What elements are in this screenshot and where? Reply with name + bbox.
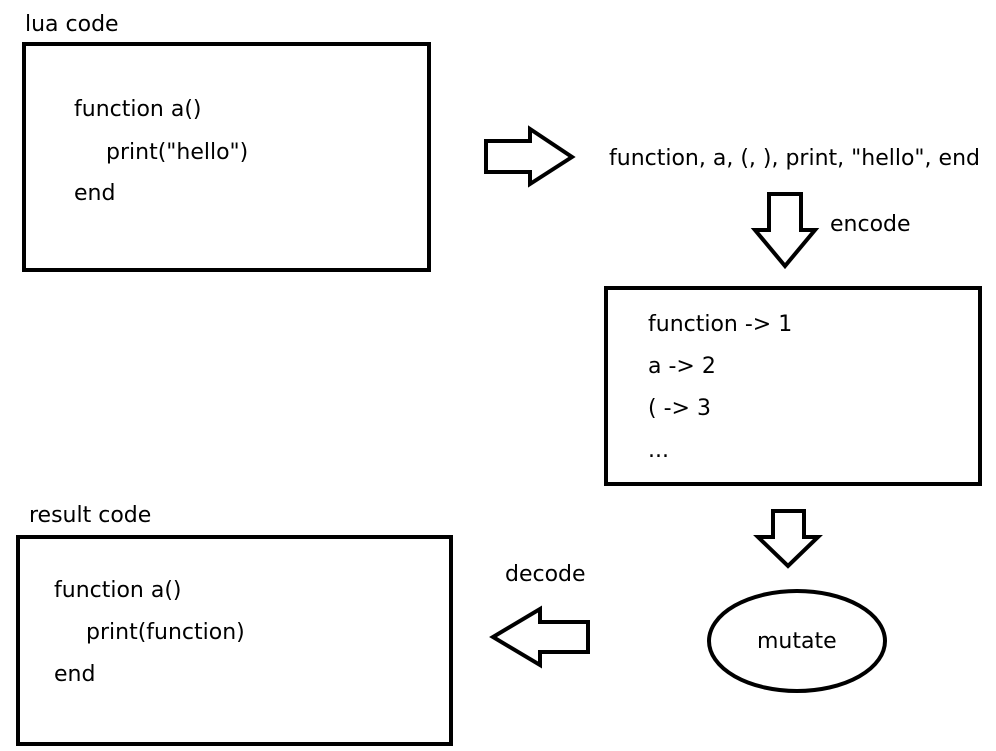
encode-label: encode bbox=[830, 212, 911, 237]
result-code-caption: result code bbox=[29, 503, 152, 528]
mapping-line-1: function -> 1 bbox=[648, 312, 793, 337]
mutate-down-arrow-icon bbox=[753, 509, 823, 569]
mutate-label: mutate bbox=[757, 629, 837, 654]
encode-down-arrow-icon bbox=[750, 192, 820, 270]
mutate-ellipse bbox=[707, 589, 887, 693]
right-arrow-icon bbox=[484, 125, 576, 188]
lua-line-3: end bbox=[74, 181, 116, 206]
token-list: function, a, (, ), print, "hello", end bbox=[609, 146, 980, 171]
lua-code-caption: lua code bbox=[25, 12, 119, 37]
decode-left-arrow-icon bbox=[489, 605, 590, 669]
decode-label: decode bbox=[505, 562, 586, 587]
lua-line-2: print("hello") bbox=[106, 140, 249, 165]
lua-code-box bbox=[22, 42, 431, 272]
lua-line-1: function a() bbox=[74, 97, 202, 122]
mapping-line-2: a -> 2 bbox=[648, 354, 716, 379]
result-line-1: function a() bbox=[54, 578, 182, 603]
result-code-box bbox=[16, 535, 453, 746]
result-line-2: print(function) bbox=[86, 620, 245, 645]
result-line-3: end bbox=[54, 662, 96, 687]
mapping-line-ellipsis: ... bbox=[648, 438, 669, 463]
encoding-table-box bbox=[604, 286, 982, 486]
mapping-line-3: ( -> 3 bbox=[648, 396, 711, 421]
